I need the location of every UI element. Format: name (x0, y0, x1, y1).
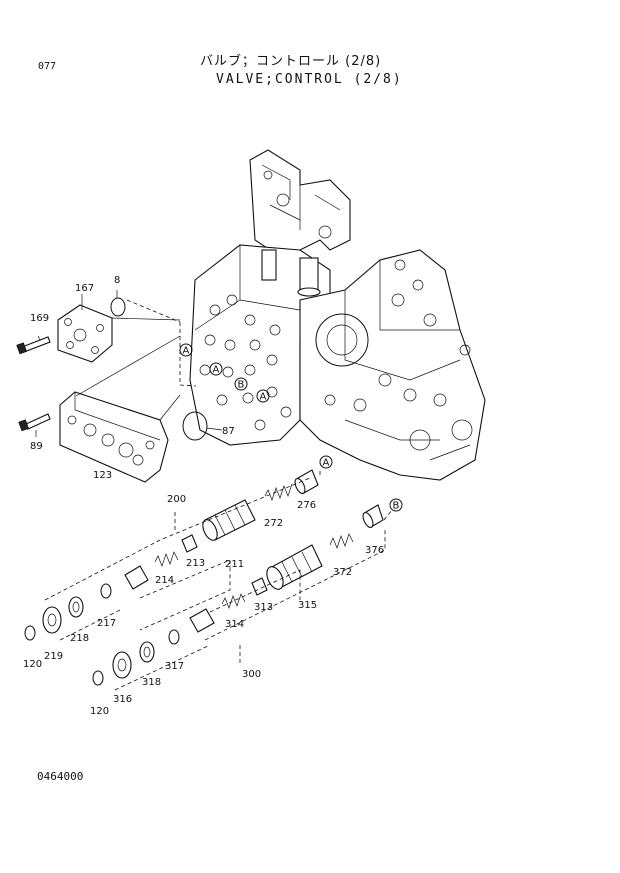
callout-272: 272 (264, 518, 283, 529)
callout-314: 314 (225, 619, 244, 630)
callout-200: 200 (167, 494, 186, 505)
svg-text:A: A (260, 392, 267, 403)
callout-8: 8 (114, 275, 120, 286)
callout-317: 317 (165, 661, 184, 672)
callout-89: 89 (30, 441, 43, 452)
svg-text:A: A (213, 365, 220, 376)
large-cover-plate-123 (59, 391, 169, 483)
callout-120-lower: 120 (90, 706, 109, 717)
callout-315: 315 (298, 600, 317, 611)
callout-300: 300 (242, 669, 261, 680)
callout-169: 169 (30, 313, 49, 324)
bolt-169 (16, 336, 51, 355)
callout-120-upper: 120 (23, 659, 42, 670)
o-ring-87 (182, 411, 208, 441)
relief-valve-200-parts (24, 469, 319, 641)
callout-219: 219 (44, 651, 63, 662)
o-ring-8 (110, 297, 126, 317)
callout-316: 316 (113, 694, 132, 705)
svg-text:A: A (183, 346, 190, 357)
callout-318: 318 (142, 677, 161, 688)
page-number: 077 (38, 61, 57, 72)
callout-217: 217 (97, 618, 116, 629)
callout-123: 123 (93, 470, 112, 481)
callout-211: 211 (225, 559, 244, 570)
marker-b-2: B (389, 498, 403, 512)
marker-a-3: A (256, 389, 270, 403)
callout-214: 214 (155, 575, 174, 586)
callout-218: 218 (70, 633, 89, 644)
marker-a-1: A (179, 343, 193, 357)
leader-lines (35, 290, 393, 691)
svg-text:B: B (238, 380, 245, 391)
callout-213: 213 (186, 558, 205, 569)
svg-text:A: A (323, 458, 330, 469)
title-english: VALVE;CONTROL (2/8) (216, 72, 403, 87)
callout-87: 87 (222, 426, 235, 437)
callout-376: 376 (365, 545, 384, 556)
bolt-89 (18, 413, 51, 432)
control-valve-body (189, 149, 486, 481)
callout-313: 313 (254, 602, 273, 613)
title-japanese: バルブ；コントロール (2/8) (200, 54, 382, 69)
marker-a-2: A (209, 362, 223, 376)
callout-167: 167 (75, 283, 94, 294)
callout-372: 372 (333, 567, 352, 578)
small-cover-plate-167 (57, 304, 113, 363)
marker-a-4: A (319, 455, 333, 469)
relief-valve-300-parts (92, 504, 384, 686)
document-code: 0464000 (37, 770, 84, 783)
callout-276: 276 (297, 500, 316, 511)
marker-b-1: B (234, 377, 248, 391)
svg-text:B: B (393, 501, 400, 512)
